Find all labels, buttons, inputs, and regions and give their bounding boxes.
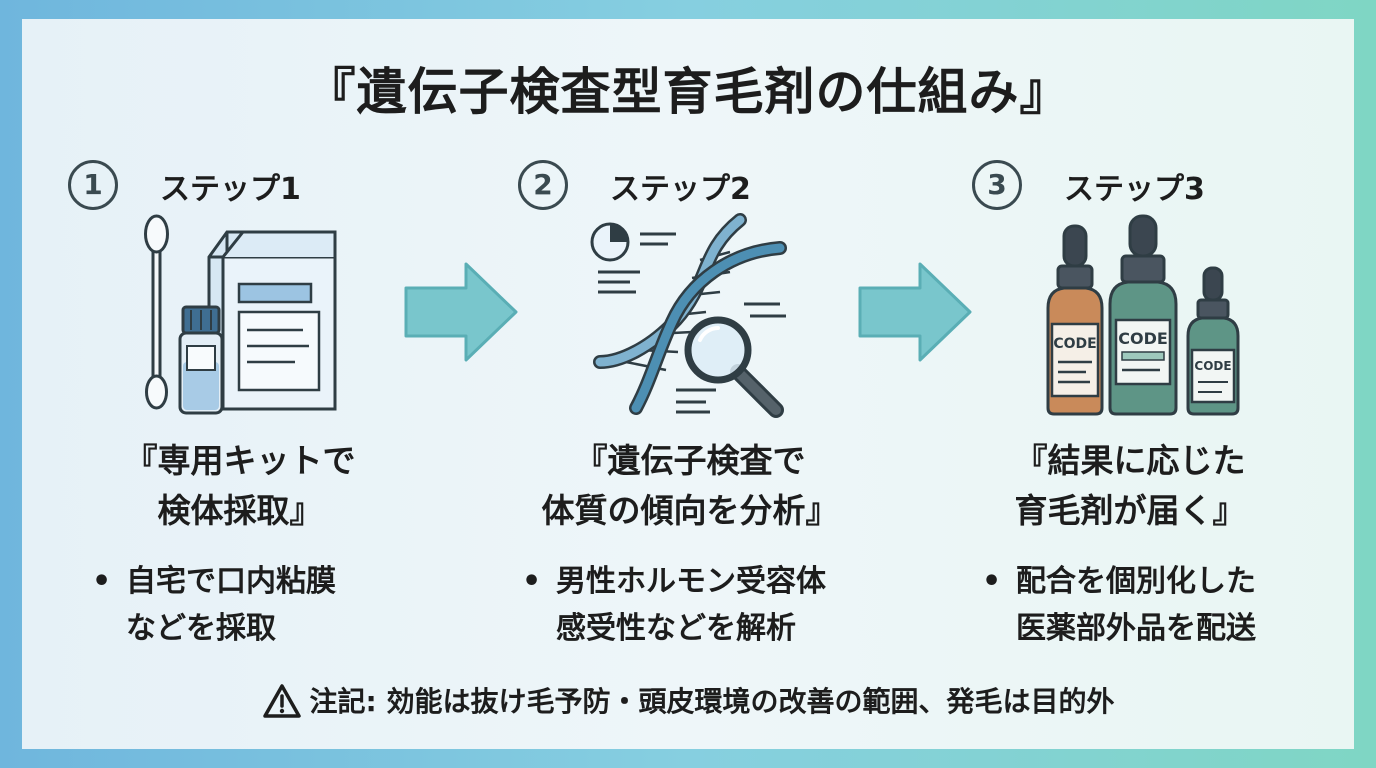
step-1-heading-line2: 検体採取』 (157, 491, 323, 530)
bullet-dot: • (92, 564, 112, 599)
disclaimer-text: 注記: 効能は抜け毛予防・頭皮環境の改善の範囲、発毛は目的外 (309, 685, 1115, 718)
step-3-bullet-line2: 医薬部外品を配送 (1016, 611, 1256, 646)
step-1-heading-line1: 『専用キットで (124, 441, 356, 480)
dropper-bottles-icon: CODE CODE CODE (1046, 214, 1240, 416)
test-kit-icon (144, 214, 337, 415)
step-3-bullet: • 配合を個別化した 医薬部外品を配送 (982, 558, 1256, 652)
amber-bottle-icon: CODE (1046, 224, 1104, 416)
step-2-number: 2 (518, 160, 568, 210)
step-3-heading: 『結果に応じた 育毛剤が届く』 (960, 436, 1300, 536)
page-title: 『遺伝子検査型育毛剤の仕組み』 (305, 63, 1071, 121)
step-1-label: ステップ1 (160, 172, 301, 207)
step-3-number: 3 (972, 160, 1022, 210)
right-arrow-icon (858, 262, 972, 362)
step-1-number: 1 (68, 160, 118, 210)
bottle-3-code: CODE (1194, 359, 1231, 373)
bullet-dot: • (982, 564, 1002, 599)
step-2-label: ステップ2 (610, 172, 751, 207)
step-1-heading: 『専用キットで 検体採取』 (60, 436, 420, 536)
green-bottle-icon: CODE (1108, 214, 1178, 416)
step-2-heading-line1: 『遺伝子検査で (574, 441, 806, 480)
step-3-heading-line1: 『結果に応じた (1014, 441, 1246, 480)
step-3-bullet-line1: 配合を個別化した (1016, 564, 1256, 599)
bottle-1-code: CODE (1053, 336, 1096, 352)
small-bottle-icon: CODE (1186, 266, 1240, 416)
right-arrow-icon (404, 262, 518, 362)
step-1-header: 1 ステップ1 (68, 160, 328, 210)
warning-icon (262, 684, 301, 718)
step-2-heading: 『遺伝子検査で 体質の傾向を分析』 (500, 436, 880, 536)
disclaimer-note: 注記: 効能は抜け毛予防・頭皮環境の改善の範囲、発毛は目的外 (0, 680, 1376, 720)
step-2-bullet-line1: 男性ホルモン受容体 (556, 564, 826, 599)
step-2-heading-line2: 体質の傾向を分析』 (541, 491, 839, 530)
step-1-bullet: • 自宅で口内粘膜 などを採取 (92, 558, 336, 652)
step-1-bullet-line1: 自宅で口内粘膜 (126, 564, 336, 599)
step-3-heading-line2: 育毛剤が届く』 (1014, 491, 1246, 530)
bottle-2-code: CODE (1118, 329, 1168, 348)
step-2-header: 2 ステップ2 (518, 160, 798, 210)
step-3-label: ステップ3 (1064, 172, 1205, 207)
step-1-bullet-line2: などを採取 (126, 611, 276, 646)
step-3-header: 3 ステップ3 (972, 160, 1252, 210)
step-2-bullet: • 男性ホルモン受容体 感受性などを解析 (522, 558, 826, 652)
bullet-dot: • (522, 564, 542, 599)
step-2-bullet-line2: 感受性などを解析 (556, 611, 796, 646)
dna-analysis-icon (590, 213, 787, 418)
